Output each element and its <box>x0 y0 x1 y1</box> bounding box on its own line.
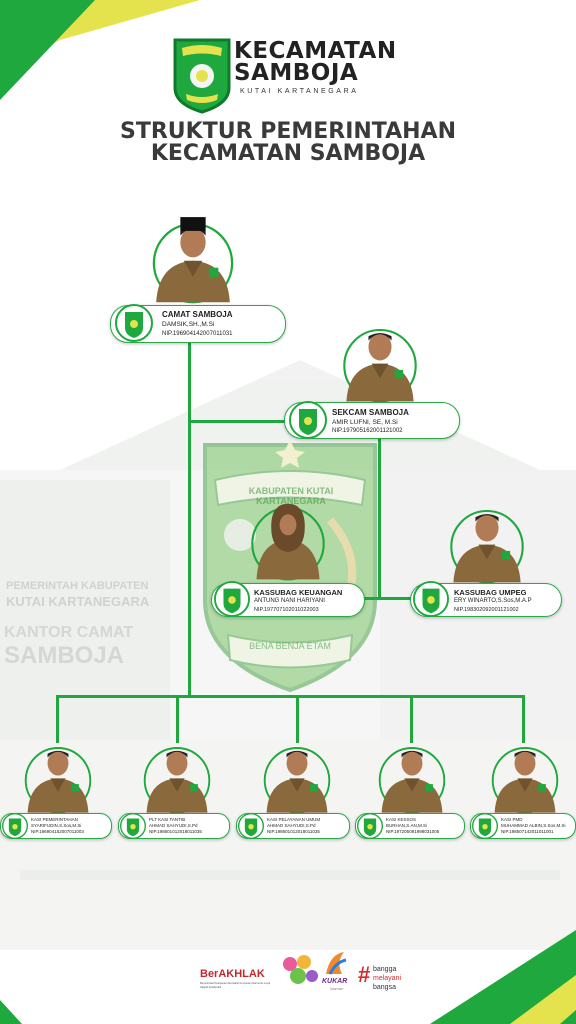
card-kassubag-keuangan: KASSUBAG KEUANGAN ANTUNG NANI HARIYANI N… <box>211 581 365 617</box>
brand-title-line1: KECAMATAN <box>234 38 397 64</box>
portrait-kasi-pelayanan <box>263 747 331 814</box>
card-nip: NIP.197707102011022003 <box>254 607 319 613</box>
card-nip: NIP.196904142007011031 <box>162 331 233 337</box>
card-name: ERY WINARTO,S.Sos,M.A.P <box>454 598 532 604</box>
card-role: KASSUBAG UMPEG <box>454 588 527 597</box>
card-name: AHMAD SAHYUDI,S.Pd <box>149 823 198 828</box>
card-plt-kasi-tantib: PLT KASI TANTIB AHMAD SAHYUDI,S.Pd NIP.1… <box>118 813 230 839</box>
card-name: ANTUNG NANI HARIYANI <box>254 598 325 604</box>
card-name: DAMSIK,SH.,M.Si <box>162 321 215 328</box>
connector-drop-1 <box>56 695 59 743</box>
kukar-idaman-icon <box>283 955 318 984</box>
card-role: KASI KESSOS <box>386 817 417 822</box>
bangga-line2: melayani <box>373 975 402 982</box>
connector-sekcam-horizontal <box>188 420 288 423</box>
card-sekcam: SEKCAM SAMBOJA AMIR LUFNI, SE, M.Si NIP.… <box>284 401 460 439</box>
kukar-logo-text: KUKAR <box>322 978 348 985</box>
card-name: SYARIFUDIN,S.Sos,M.Si <box>31 823 82 828</box>
connector-sections-horizontal <box>56 695 524 698</box>
connector-subag-horizontal <box>362 597 412 600</box>
portrait-umpeg <box>450 509 524 584</box>
connector-sekcam-vertical <box>378 436 381 599</box>
brand-title: KECAMATAN SAMBOJA <box>234 38 397 86</box>
card-name: BURHAN,S.AN,M.Si <box>386 823 428 828</box>
bangga-line3: bangsa <box>373 984 396 991</box>
card-kasi-kessos: KASI KESSOS BURHAN,S.AN,M.Si NIP.1972050… <box>355 813 465 839</box>
emblem-icon <box>413 581 449 617</box>
card-nip: NIP.198507142011011001 <box>501 829 554 834</box>
portrait-sekcam <box>343 328 417 403</box>
card-kasi-pelayanan-umum: KASI PELAYANAN UMUM AHMAD SAHYUDI,S.Pd N… <box>236 813 350 839</box>
building-sign-line4: SAMBOJA <box>4 642 125 669</box>
brand-subtitle: KUTAI KARTANEGARA <box>240 88 359 95</box>
emblem-icon <box>115 304 153 342</box>
card-camat: CAMAT SAMBOJA DAMSIK,SH.,M.Si NIP.196904… <box>110 304 286 343</box>
portrait-kasi-pemerintahan <box>24 747 92 814</box>
emblem-icon <box>289 401 327 439</box>
card-nip: NIP.197205091998031005 <box>386 829 440 834</box>
kukar-logo-sub: Idaman <box>330 986 344 991</box>
building-sign-line2: KUTAI KARTANEGARA <box>6 594 150 609</box>
connector-drop-4 <box>410 695 413 743</box>
berakhlak-logo: BerAKHLAK <box>200 968 265 980</box>
card-kasi-pemerintahan: KASI PEMERINTAHAN SYARIFUDIN,S.Sos,M.Si … <box>0 813 112 839</box>
portrait-plt-kasi-tantib <box>143 747 211 814</box>
emblem-icon <box>120 813 146 839</box>
page-title-line1: STRUKTUR PEMERINTAHAN <box>120 119 456 144</box>
berakhlak-tagline: Berorientasi Pelayanan Akuntabel Kompete… <box>200 982 271 989</box>
portrait-kasi-kessos <box>378 747 446 814</box>
card-role: KASI PELAYANAN UMUM <box>267 817 321 822</box>
page-title-line2: KECAMATAN SAMBOJA <box>150 141 426 166</box>
card-nip: NIP.197905162001121002 <box>332 428 403 434</box>
portrait-kasi-pmd <box>491 747 559 814</box>
card-role: KASSUBAG KEUANGAN <box>254 588 343 597</box>
card-name: MUHAMMAD ALBIN,S.Sos,M.Si <box>501 823 566 828</box>
connector-drop-5 <box>522 695 525 743</box>
connector-drop-3 <box>296 695 299 743</box>
card-nip: NIP.196904152007011003 <box>31 829 84 834</box>
emblem-icon <box>214 581 250 617</box>
emblem-icon <box>472 813 498 839</box>
card-nip: NIP.198302092001121002 <box>454 607 519 613</box>
connector-drop-2 <box>176 695 179 743</box>
emblem-icon <box>238 813 264 839</box>
portrait-keuangan <box>251 503 325 581</box>
card-role: PLT KASI TANTIB <box>149 817 186 822</box>
card-name: AMIR LUFNI, SE, M.Si <box>332 419 398 426</box>
emblem-icon <box>2 813 28 839</box>
building-sign-line1: PEMERINTAH KABUPATEN <box>6 580 149 592</box>
card-role: KASI PMD <box>501 817 523 822</box>
brand-title-line2: SAMBOJA <box>234 60 359 86</box>
card-role: SEKCAM SAMBOJA <box>332 408 409 417</box>
card-role: CAMAT SAMBOJA <box>162 310 233 319</box>
connector-main-vertical <box>188 340 191 698</box>
building-sign-line3: KANTOR CAMAT <box>4 624 134 641</box>
hashtag-icon: # <box>358 962 371 987</box>
emblem-motto-text: BENA BENJA ETAM <box>249 641 331 651</box>
emblem-icon <box>357 813 383 839</box>
card-kasi-pmd: KASI PMD MUHAMMAD ALBIN,S.Sos,M.Si NIP.1… <box>470 813 576 839</box>
bangga-line1: bangga <box>373 966 397 973</box>
card-kassubag-umpeg: KASSUBAG UMPEG ERY WINARTO,S.Sos,M.A.P N… <box>410 581 562 617</box>
emblem-banner-text: KABUPATEN KUTAI KARTANEGARA <box>248 486 334 506</box>
card-nip: NIP.198601012018011035 <box>267 829 320 834</box>
card-name: AHMAD SAHYUDI,S.Pd <box>267 823 316 828</box>
kecamatan-logo <box>173 38 231 114</box>
portrait-camat <box>152 217 234 304</box>
kukar-logo-icon <box>326 952 347 975</box>
card-nip: NIP.198601012018011035 <box>149 829 202 834</box>
card-role: KASI PEMERINTAHAN <box>31 817 78 822</box>
